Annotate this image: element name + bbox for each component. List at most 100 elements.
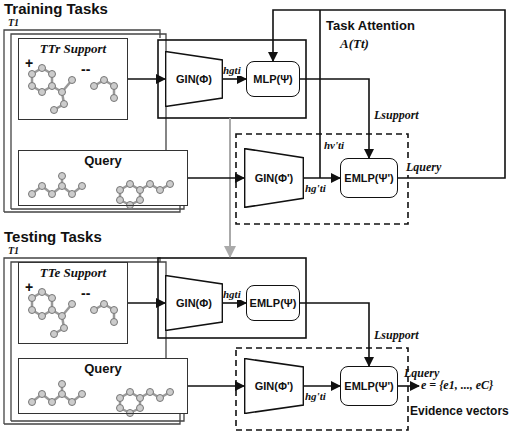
molecule-atom <box>39 289 46 296</box>
molecule-atom <box>137 405 144 412</box>
trapezoid-shape <box>166 276 223 331</box>
molecule-atom <box>111 95 118 102</box>
edge-label: hgti <box>223 288 241 300</box>
encoder-trapezoid: GIN(Φ') <box>244 358 304 414</box>
molecule-atom <box>59 391 66 398</box>
attention-formula: A(Tt) <box>340 36 369 52</box>
flow-arrow <box>223 302 246 304</box>
molecule-atom <box>117 405 124 412</box>
molecule-atom <box>49 399 56 406</box>
card-heading: TTe Support <box>40 265 106 281</box>
molecule-atom <box>137 395 144 402</box>
molecule-atom <box>111 319 118 326</box>
flow-arrow <box>273 10 505 178</box>
molecule-atom <box>51 107 58 114</box>
flow-arrow <box>304 177 340 179</box>
molecule-atom <box>147 181 154 188</box>
class-sign: + <box>25 279 33 295</box>
task-index: T1 <box>8 17 19 28</box>
card-heading: Query <box>84 153 122 168</box>
encoder-trapezoid: GIN(Φ) <box>165 275 223 331</box>
molecule-atom <box>127 410 134 417</box>
molecule-atom <box>111 83 118 90</box>
molecule-atom <box>137 197 144 204</box>
molecule-atom <box>101 77 108 84</box>
molecule-atom <box>49 83 56 90</box>
classifier-box: EMLP(Ψ') <box>340 158 398 198</box>
query-card: Query <box>18 358 188 414</box>
flow-arrow <box>128 302 165 304</box>
edge-label: hg'ti <box>305 390 326 402</box>
molecule-atom <box>79 391 86 398</box>
flow-arrow <box>188 177 244 179</box>
molecule-atom <box>127 181 134 188</box>
molecule-atom <box>69 399 76 406</box>
transfer-arrow <box>229 118 231 257</box>
module-name: EMLP(Ψ) <box>250 297 297 309</box>
module-name: GIN(Φ') <box>255 172 294 184</box>
molecule-atom <box>49 307 56 314</box>
task-index: T1 <box>8 245 19 256</box>
molecule-atom <box>49 295 56 302</box>
classifier-box: EMLP(Ψ') <box>340 366 398 406</box>
class-sign: + <box>25 55 33 71</box>
edge-label: Lsupport <box>374 108 419 123</box>
evidence-formula: e = {e1, ..., eC} <box>421 378 493 393</box>
module-box <box>158 40 306 118</box>
attention-line <box>319 10 321 178</box>
molecule-atom <box>59 173 66 180</box>
flow-arrow <box>223 78 246 80</box>
flow-arrow <box>300 303 369 366</box>
molecule-atom <box>69 191 76 198</box>
trapezoid-shape <box>166 52 223 107</box>
query-card: Query <box>18 150 188 206</box>
molecule-atom <box>61 101 68 108</box>
molecule-atom <box>29 83 36 90</box>
molecule-atom <box>79 183 86 190</box>
module-name: GIN(Φ') <box>255 380 294 392</box>
edge-label: Lquery <box>406 160 441 175</box>
class-sign: -- <box>81 61 90 77</box>
molecule-atom <box>69 301 76 308</box>
card-heading: TTr Support <box>40 41 106 57</box>
molecule-atom <box>157 395 164 402</box>
card-heading: Query <box>84 361 122 376</box>
molecule-atom <box>117 395 124 402</box>
output-label: Evidence vectors <box>410 404 509 418</box>
molecule-atom <box>39 313 46 320</box>
edge-label: hg'ti <box>305 182 326 194</box>
flow-arrow <box>304 385 340 387</box>
molecule-atom <box>157 187 164 194</box>
module-name: EMLP(Ψ') <box>344 380 393 392</box>
molecule-atom <box>39 183 46 190</box>
molecule-atom <box>29 191 36 198</box>
support-card: TTr Support + -- <box>18 38 128 120</box>
module-name: GIN(Φ) <box>176 297 212 309</box>
molecule-atom <box>101 301 108 308</box>
molecule-atom <box>167 181 174 188</box>
molecule-atom <box>49 71 56 78</box>
molecule-atom <box>29 399 36 406</box>
molecule-atom <box>91 83 98 90</box>
edge-label: Lsupport <box>374 328 419 343</box>
molecule-atom <box>59 381 66 388</box>
adapted-module-box <box>236 134 408 224</box>
molecule-atom <box>127 202 134 209</box>
embedding-label: hv'ti <box>324 139 344 151</box>
module-name: MLP(Ψ) <box>253 73 292 85</box>
molecule-atom <box>39 65 46 72</box>
attention-label: Task Attention <box>326 18 415 33</box>
molecule-atom <box>167 389 174 396</box>
molecule-atom <box>111 307 118 314</box>
task-card-back <box>4 30 160 212</box>
molecule-atom <box>29 295 36 302</box>
flow-arrow <box>300 79 369 158</box>
molecule-atom <box>29 307 36 314</box>
molecule-atom <box>147 389 154 396</box>
output-arrow <box>398 385 419 387</box>
task-card-back <box>11 262 166 421</box>
support-card: TTe Support+-- <box>18 262 128 344</box>
encoder-trapezoid: GIN(Φ') <box>244 148 304 208</box>
molecule-atom <box>39 89 46 96</box>
section-title: Training Tasks <box>4 0 108 17</box>
